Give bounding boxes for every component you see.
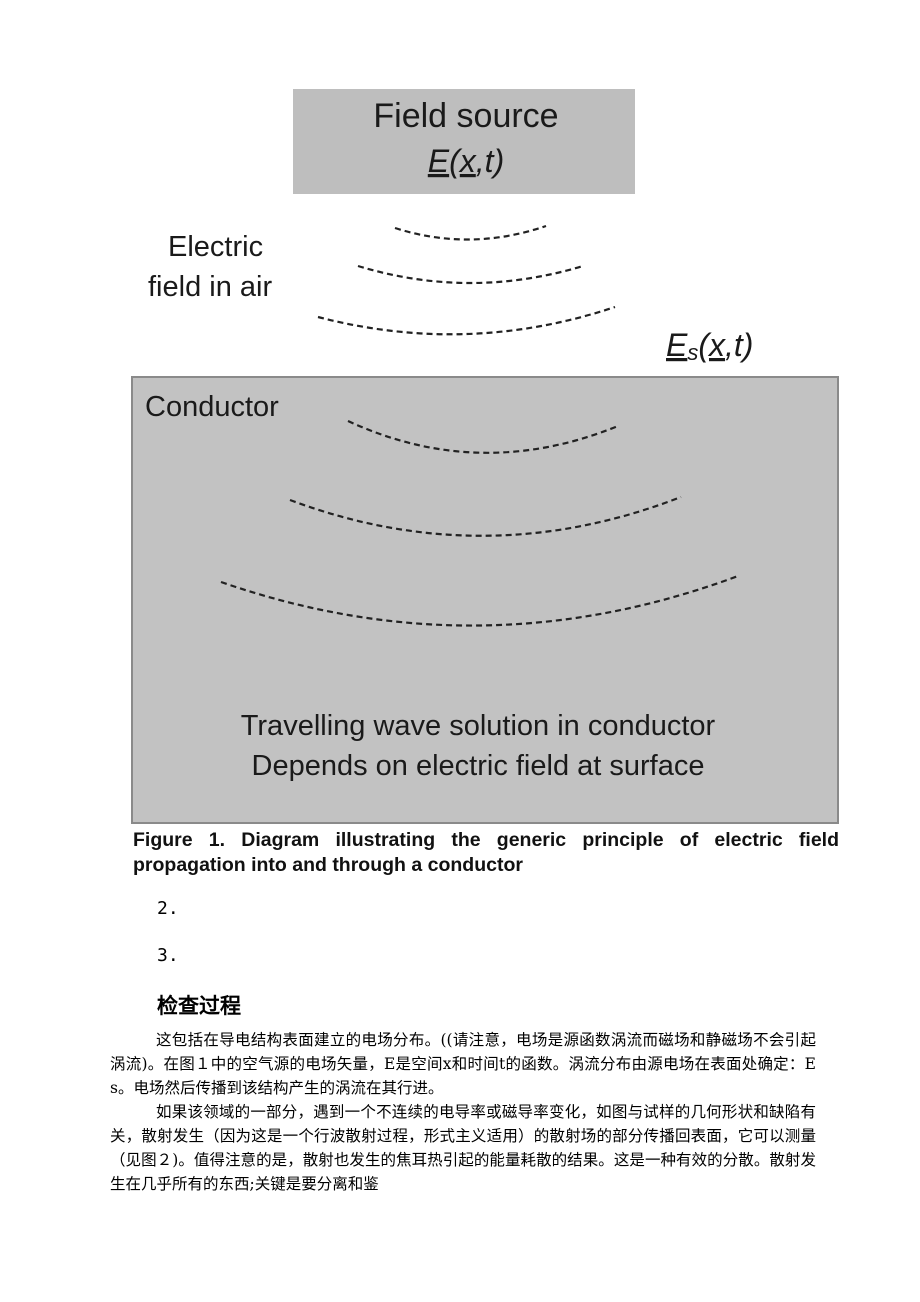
conductor-wave-3 (220, 574, 739, 627)
list-item-2: 2. (157, 898, 179, 919)
conductor-wave-1 (347, 420, 619, 454)
section-heading: 检查过程 (157, 994, 241, 1018)
field-source-box (293, 89, 635, 194)
conductor-box (131, 376, 839, 824)
figure-caption: Figure 1. Diagram illustrating the gener… (133, 829, 839, 876)
field-source-title: Field source (373, 97, 558, 135)
conductor-text-line2: Depends on electric field at surface (252, 750, 705, 782)
conductor-text-line1: Travelling wave solution in conductor (241, 710, 716, 742)
air-wave-1 (394, 224, 547, 241)
field-propagation-diagram: Field source E(x,t) Electric field in ai… (131, 89, 839, 824)
surface-field-formula: Es(x,t) (666, 327, 753, 365)
air-wave-2 (357, 264, 584, 285)
air-label-line1: Electric (168, 231, 263, 263)
paragraph-2: 如果该领域的一部分，遇到一个不连续的电导率或磁导率变化，如图与试样的几何形状和缺… (110, 1103, 816, 1193)
conductor-wave-2 (289, 495, 682, 537)
paragraph-1: 这包括在导电结构表面建立的电场分布。((请注意，电场是源函数涡流而磁场和静磁场不… (110, 1031, 816, 1097)
air-label-line2: field in air (148, 271, 272, 303)
field-source-formula: E(x,t) (428, 143, 504, 179)
conductor-label: Conductor (145, 391, 279, 423)
list-item-3: 3. (157, 945, 179, 966)
air-wave-3 (317, 305, 616, 336)
